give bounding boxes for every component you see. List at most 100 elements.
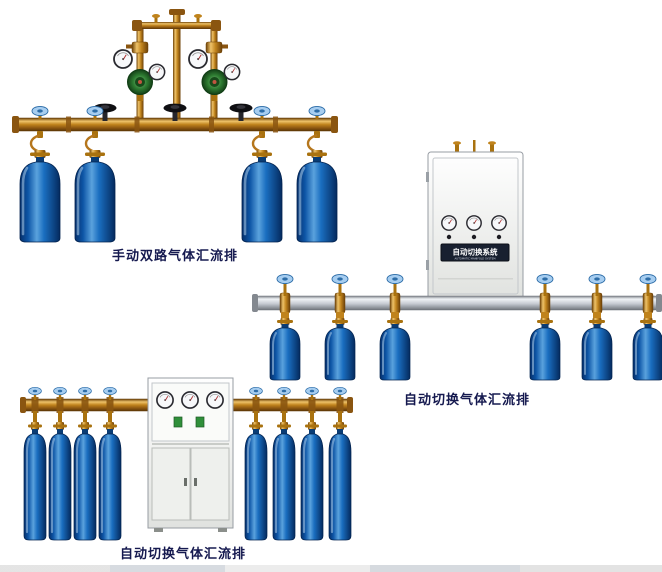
pressure-regulator <box>201 69 228 101</box>
gas-cylinder <box>581 317 613 381</box>
cabinet-label: 自动切换系统 <box>453 247 498 257</box>
valve-stem <box>310 392 314 400</box>
gas-cylinder <box>632 317 662 381</box>
cabinet-top-pipe <box>473 140 476 153</box>
cabinet-foot <box>154 528 163 532</box>
needle-valve-handle <box>126 44 132 49</box>
cylinder-valve-handwheel <box>78 386 92 396</box>
pipe-coupling <box>31 397 39 413</box>
gas-cylinder <box>18 148 62 244</box>
pipe-end-cap <box>331 116 338 133</box>
gas-cylinder <box>22 420 48 542</box>
valve-stem <box>254 392 258 400</box>
valve-stem <box>646 281 650 296</box>
cylinder-valve-handwheel <box>386 273 404 285</box>
top-header-pipe <box>134 22 219 29</box>
control-cabinet: 自动切换系统 AUTOMATIC MANIFOLD SYSTEM <box>426 151 524 301</box>
hinge <box>426 260 429 270</box>
valve-stem <box>338 281 342 296</box>
cabinet-door <box>190 447 230 521</box>
caption-auto-switch-manifold-right: 自动切换气体汇流排 <box>404 393 531 408</box>
cylinder-valve-handwheel <box>305 386 319 396</box>
valve-stem <box>83 392 87 400</box>
needle-valve-handle <box>222 44 228 49</box>
gas-cylinder <box>97 420 123 542</box>
indicator-light <box>173 416 183 428</box>
cabinet-label-plate <box>440 243 510 262</box>
gas-cylinder <box>379 317 411 381</box>
caption-auto-switch-manifold-bottom: 自动切换气体汇流排 <box>120 547 247 562</box>
valve-stem <box>33 392 37 400</box>
cabinet-door <box>151 447 191 521</box>
pipe-end-cap <box>20 397 26 413</box>
gas-cylinder <box>73 148 117 244</box>
cylinder-valve-handwheel <box>639 273 657 285</box>
auto-switch-manifold-bottom-illustration <box>20 377 353 542</box>
drop-connector <box>58 411 62 423</box>
cylinder-valve-handwheel <box>28 386 42 396</box>
cylinder-valve-handwheel <box>86 105 104 117</box>
gas-cylinder <box>271 420 297 542</box>
valve-stem <box>595 281 599 296</box>
gas-cylinder <box>269 317 301 381</box>
pressure-gauge <box>148 63 166 81</box>
gas-cylinder <box>324 317 356 381</box>
cabinet-foot <box>218 528 227 532</box>
door-handle <box>194 478 197 486</box>
control-knob <box>471 234 477 240</box>
pressure-gauge <box>491 215 507 231</box>
indicator-light <box>195 416 205 428</box>
pipe-coupling <box>56 397 64 413</box>
outlet-riser-pipe <box>173 14 181 120</box>
cylinder-valve-handwheel <box>331 273 349 285</box>
pipe-coupling <box>106 397 114 413</box>
elbow-fitting <box>211 20 221 31</box>
caption-manual-dual-manifold: 手动双路气体汇流排 <box>112 249 239 264</box>
drop-connector <box>83 411 87 423</box>
needle-valve <box>131 41 149 54</box>
hinge <box>426 172 429 182</box>
cabinet-top-valve-handle <box>488 141 496 145</box>
manual-dual-manifold-illustration <box>12 9 339 244</box>
cylinder-valve-handwheel <box>253 105 271 117</box>
pipe-coupling <box>252 397 260 413</box>
gas-cylinder <box>72 420 98 542</box>
pressure-gauge <box>206 391 224 409</box>
panel-divider <box>152 443 229 445</box>
cropped-next-row-strip <box>0 565 662 572</box>
gas-cylinder <box>529 317 561 381</box>
cylinder-valve-handwheel <box>277 386 291 396</box>
gas-cylinder <box>299 420 325 542</box>
pressure-gauge <box>113 49 133 69</box>
pressure-gauge <box>441 215 457 231</box>
cylinder-valve-handwheel <box>31 105 49 117</box>
pipe-end-cap <box>12 116 19 133</box>
cabinet-top-valve-handle <box>453 141 461 145</box>
pressure-gauge <box>188 49 208 69</box>
pipe-coupling <box>209 116 214 133</box>
cylinder-valve-handwheel <box>536 273 554 285</box>
pressure-gauge <box>156 391 174 409</box>
pipe-coupling <box>273 116 278 133</box>
elbow-fitting <box>132 20 142 31</box>
valve-stem <box>58 392 62 400</box>
pressure-gauge <box>223 63 241 81</box>
pipe-end-cap <box>252 294 258 312</box>
cylinder-station-group <box>22 386 353 542</box>
auto-switch-manifold-right-illustration: 自动切换系统 AUTOMATIC MANIFOLD SYSTEM <box>252 140 662 381</box>
relief-valve <box>194 14 202 23</box>
drop-connector <box>338 411 342 423</box>
drop-connector <box>33 411 37 423</box>
cylinder-valve-handwheel <box>103 386 117 396</box>
cylinder-valve-handwheel <box>53 386 67 396</box>
drop-connector <box>254 411 258 423</box>
valve-stem <box>393 281 397 296</box>
drop-connector <box>310 411 314 423</box>
outlet-cap <box>169 9 185 15</box>
cylinder-valve-handwheel <box>249 386 263 396</box>
pipe-coupling <box>66 116 71 133</box>
drop-connector <box>282 411 286 423</box>
cylinder-station-group <box>269 273 662 381</box>
cabinet-top-valve <box>490 143 494 153</box>
cylinder-valve-handwheel <box>333 386 347 396</box>
